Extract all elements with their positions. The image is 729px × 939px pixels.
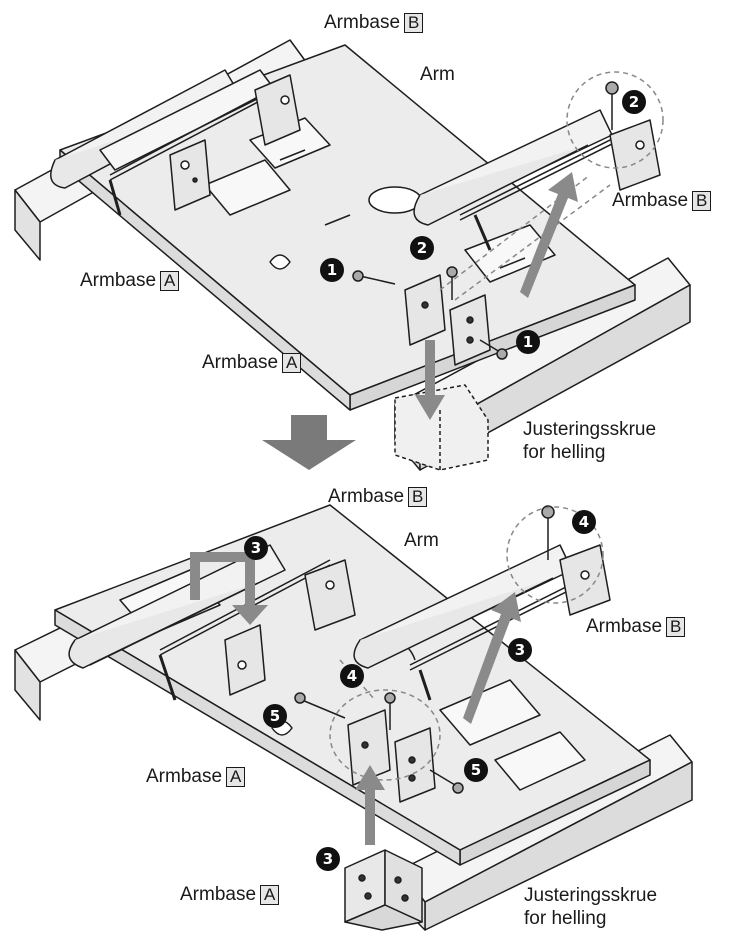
label-text: Armbase (328, 486, 405, 507)
screw-2-top (605, 81, 619, 130)
step-badge-4: 4 (572, 510, 596, 534)
label-arm-top: Arm (420, 64, 455, 86)
label-letter-box: A (260, 885, 280, 905)
screw-4-mid (384, 692, 396, 730)
step-badge-3: 3 (316, 847, 340, 871)
label-text: Armbase (612, 190, 689, 211)
step-badge-2: 2 (410, 236, 434, 260)
screw-2-mid (446, 266, 458, 300)
label-adjust-screw-bottom: Justeringsskrue for helling (524, 884, 657, 930)
label-text-line2: for helling (523, 442, 606, 463)
step-badge-3: 3 (244, 536, 268, 560)
screw-5-right (429, 769, 464, 794)
label-text: Armbase (202, 352, 279, 373)
label-text-line1: Justeringsskrue (523, 419, 657, 440)
label-text: Armbase (324, 12, 401, 33)
screw-5-left (294, 692, 346, 719)
label-letter-box: A (226, 767, 246, 787)
step-badge-1: 1 (516, 330, 540, 354)
step-badge-2: 2 (622, 90, 646, 114)
armbase-a-plate-top (404, 274, 446, 346)
arrow-u-turn (190, 552, 268, 625)
label-text: Armbase (180, 884, 257, 905)
label-text-line2: for helling (524, 908, 607, 929)
bracket-box-top (394, 384, 489, 471)
label-text: Arm (420, 64, 455, 85)
label-arm-bottom: Arm (404, 530, 439, 552)
label-text: Armbase (80, 270, 157, 291)
label-letter-box: B (408, 487, 428, 507)
transition-arrow (262, 415, 356, 470)
screw-4-top (541, 505, 555, 560)
label-letter-box: A (282, 353, 302, 373)
label-text-line1: Justeringsskrue (524, 885, 658, 906)
armbase-a-plate-bottom (347, 709, 391, 786)
arrow-diagonal-top (520, 172, 578, 298)
label-letter-box: A (160, 271, 180, 291)
arrow-diagonal-bottom (463, 592, 521, 724)
arrows-top (415, 172, 578, 420)
step-badge-5: 5 (464, 758, 488, 782)
top-illustration (14, 39, 691, 471)
label-adjust-screw-top: Justeringsskrue for helling (523, 418, 656, 464)
label-letter-box: B (666, 617, 686, 637)
label-letter-box: B (404, 13, 424, 33)
arrows-bottom (190, 552, 521, 845)
step-badge-5: 5 (263, 704, 287, 728)
screw-1-right (479, 339, 508, 360)
arrow-up-bottom (355, 765, 385, 845)
bottom-illustration (14, 504, 693, 931)
label-text: Armbase (586, 616, 663, 637)
step-badge-4: 4 (340, 664, 364, 688)
arrow-down-top (415, 340, 445, 420)
label-text: Arm (404, 530, 439, 551)
step-badge-3: 3 (508, 638, 532, 662)
step-badge-1: 1 (320, 258, 344, 282)
label-text: Armbase (146, 766, 223, 787)
screw-1-left (352, 270, 396, 285)
label-letter-box: B (692, 191, 712, 211)
